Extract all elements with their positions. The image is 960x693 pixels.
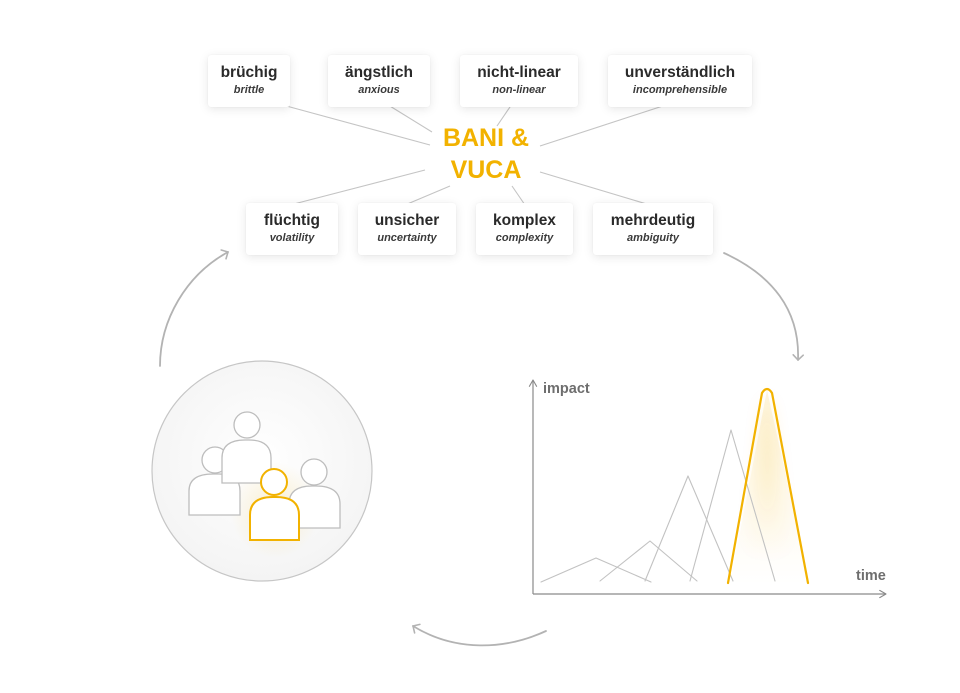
term-translation: uncertainty [377,232,437,244]
connector-fluechtig [289,169,426,206]
term-translation: volatility [269,232,315,244]
term-translation: brittle [233,84,265,96]
arrow-to-people [412,623,547,647]
impact-chart [528,379,887,599]
term-card-aengstlich: ängstlich anxious [328,55,430,107]
term-card-komplex: komplex complexity [476,203,573,255]
term-translation: anxious [358,84,400,96]
term-label: flüchtig [264,212,320,229]
term-connectors [267,100,673,206]
wave-highlight [726,387,810,585]
y-axis-label: impact [543,381,590,397]
wave-2 [599,540,698,582]
cycle-arrow-icon [159,249,804,647]
term-label: unverständlich [624,64,736,81]
center-title: BANI & VUCA [426,122,546,186]
person-back-right-head [300,458,328,486]
center-title-line-2: VUCA [450,156,522,184]
connector-unsicher [404,185,451,206]
term-translation: ambiguity [627,232,679,244]
term-card-fluechtig: flüchtig volatility [246,203,338,255]
arrow-to-terms [159,249,229,367]
wave-3 [644,475,734,582]
connector-unverstaendlich [539,102,673,147]
person-back-right [288,485,341,529]
term-card-bruechig: brüchig brittle [208,55,290,107]
term-label: ängstlich [344,64,414,81]
person-middle-head [233,411,261,439]
term-label: mehrdeutig [610,212,696,229]
connector-komplex [511,185,526,206]
term-card-nicht-linear: nicht-linear non-linear [460,55,578,107]
x-axis-label: time [856,568,886,584]
person-highlight [249,496,300,541]
connector-nicht-linear [496,103,513,127]
term-label: nicht-linear [477,64,561,81]
term-label: komplex [493,212,556,229]
term-translation: complexity [495,232,554,244]
person-back-left [188,473,241,516]
term-label: brüchig [220,64,278,81]
wave-4 [689,429,776,582]
connector-bruechig [267,100,431,146]
wave-1 [540,557,652,583]
center-title-line-1: BANI & [442,124,530,152]
connector-aengstlich [384,102,433,133]
term-card-unsicher: unsicher uncertainty [358,203,456,255]
term-translation: incomprehensible [632,84,728,96]
people-group-icon [151,360,373,582]
person-middle [221,439,272,484]
connector-mehrdeutig [539,171,651,206]
term-label: unsicher [374,212,440,229]
term-translation: non-linear [492,84,546,96]
arrow-to-chart [723,252,804,361]
person-highlight-head [260,468,288,496]
term-card-mehrdeutig: mehrdeutig ambiguity [593,203,713,255]
term-card-unverstaendlich: unverständlich incomprehensible [608,55,752,107]
